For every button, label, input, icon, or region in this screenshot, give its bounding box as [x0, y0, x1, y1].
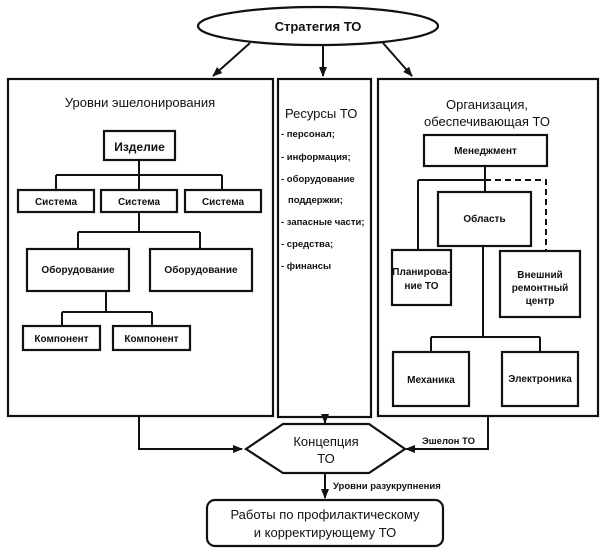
system-label-1: Система	[35, 197, 78, 208]
equipment-label-1: Оборудование	[41, 264, 115, 276]
echelon-levels-panel: Уровни эшелонирования Изделие Система Си…	[6, 77, 275, 418]
strategy-node: Стратегия ТО	[196, 5, 440, 47]
external-repair-center-line3: центр	[526, 296, 555, 307]
system-label-3: Система	[202, 197, 245, 208]
external-repair-center-line1: Внешний	[517, 270, 563, 281]
strategy-label: Стратегия ТО	[275, 19, 362, 34]
product-label: Изделие	[114, 140, 165, 154]
resources-panel: Ресурсы ТО - персонал; - информация; - о…	[276, 77, 373, 419]
management-label: Менеджмент	[454, 146, 517, 157]
planning-label-line2: ние ТО	[404, 281, 438, 292]
system-box-3	[183, 188, 263, 214]
arrow-strategy-to-organization	[382, 42, 413, 77]
organization-title-line1: Организация,	[446, 97, 528, 112]
breakdown-levels-label: Уровни разукрупнения	[333, 481, 441, 492]
electronics-label: Электроника	[508, 374, 572, 385]
equipment-box-2	[148, 247, 254, 293]
resources-title: Ресурсы ТО	[285, 106, 357, 121]
management-box	[422, 133, 549, 168]
component-box-2	[111, 324, 192, 352]
planning-label-line1: Планирова-	[392, 267, 450, 278]
arrow-strategy-to-echelon	[212, 42, 251, 77]
concept-label-line2: ТО	[317, 451, 334, 466]
area-box	[436, 190, 533, 248]
resource-item: - запасные части;	[281, 217, 365, 228]
resource-item: - персонал;	[281, 129, 335, 140]
component-label-2: Компонент	[124, 334, 178, 345]
resource-item: - финансы	[281, 261, 331, 272]
resource-item: - оборудование	[281, 174, 355, 185]
echelon-to-label: Эшелон ТО	[422, 436, 475, 447]
equipment-box-1	[25, 247, 131, 293]
planning-box	[390, 248, 453, 307]
concept-node: Концепция ТО	[244, 422, 407, 475]
system-label-2: Система	[118, 197, 161, 208]
result-label-line2: и корректирующему ТО	[254, 525, 396, 540]
resource-item: - информация;	[281, 152, 351, 163]
resource-item: поддержки;	[288, 195, 343, 206]
external-repair-center-box	[498, 249, 582, 319]
area-label: Область	[463, 213, 505, 225]
mechanics-label: Механика	[407, 375, 455, 386]
result-label-line1: Работы по профилактическому	[230, 507, 420, 522]
organization-title-line2: обеспечивающая ТО	[424, 114, 550, 129]
product-box	[102, 129, 177, 162]
component-box-1	[21, 324, 102, 352]
result-node: Работы по профилактическому и корректиру…	[205, 498, 445, 548]
component-label-1: Компонент	[34, 334, 88, 345]
arrow-echelon-to-concept	[138, 416, 243, 453]
mechanics-box	[391, 350, 471, 408]
echelon-levels-title: Уровни эшелонирования	[65, 95, 215, 110]
arrow-organization-to-concept	[405, 416, 489, 453]
resource-item: - средства;	[281, 239, 333, 250]
equipment-label-2: Оборудование	[164, 264, 238, 276]
electronics-box	[500, 350, 580, 408]
organization-panel: Организация, обеспечивающая ТО Менеджмен…	[376, 77, 600, 418]
system-box-1	[16, 188, 96, 214]
concept-label-line1: Концепция	[293, 434, 358, 449]
external-repair-center-line2: ремонтный	[512, 283, 569, 294]
